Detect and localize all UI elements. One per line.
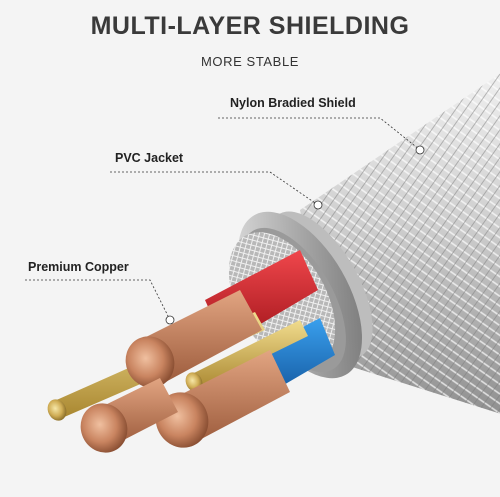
- copper-strands: [80, 290, 290, 453]
- callout-premium-copper: Premium Copper: [28, 260, 129, 274]
- callout-pvc-jacket: PVC Jacket: [115, 151, 184, 165]
- page-title: MULTI-LAYER SHIELDING: [90, 12, 410, 40]
- callout-markers: [165, 145, 425, 325]
- callout-leaders: [25, 117, 421, 321]
- callout-nylon-braided-shield: Nylon Bradied Shield: [230, 96, 356, 110]
- page-subtitle: MORE STABLE: [200, 54, 300, 69]
